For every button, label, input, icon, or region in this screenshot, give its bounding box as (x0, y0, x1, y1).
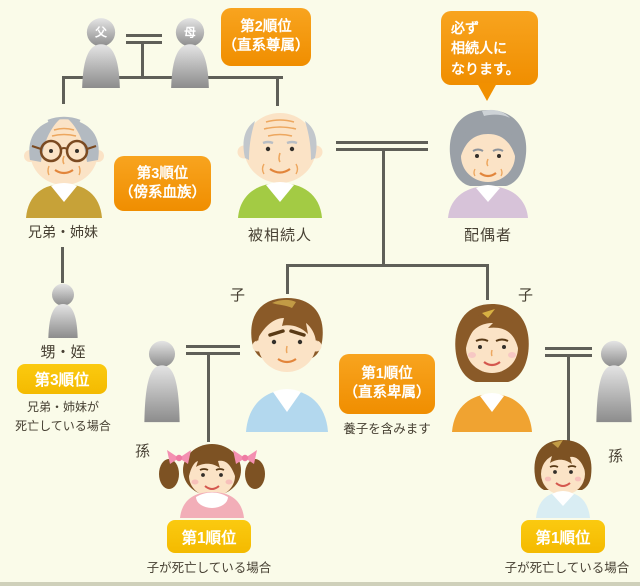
connector-drop-child-left (286, 264, 289, 294)
connector-son-marriage-line2 (186, 352, 240, 355)
sibling-avatar (24, 116, 104, 218)
bottom-border-strip (0, 582, 640, 586)
spouse-callout-line2: 相続人に (451, 40, 507, 57)
spouse-callout-bubble: 必ず 相続人に なります。 (441, 11, 538, 85)
nephew-niece-silhouette-icon (48, 283, 78, 338)
rank3-main-badge-line2: （傍系血族） (119, 184, 206, 201)
grandchild-right-label: 孫 (607, 448, 624, 465)
connector-son-stem (207, 352, 210, 442)
daughter-spouse-silhouette-icon (596, 340, 632, 423)
connector-drop-child-right (486, 264, 489, 300)
connector-mid-stem (382, 148, 385, 267)
nephew-note-line1: 兄弟・姉妹が (26, 400, 99, 414)
son-avatar (246, 298, 328, 432)
grandchild-right-note: 子が死亡している場合 (504, 561, 630, 575)
mother-silhouette-icon: 母 (171, 18, 209, 88)
spouse-callout-line3: なります。 (451, 60, 520, 77)
rank3-main-badge: 第3順位 （傍系血族） (114, 156, 211, 211)
grandchild-left-note: 子が死亡している場合 (146, 561, 272, 575)
connector-mid-marriage-line1 (336, 141, 428, 144)
connector-drop-sibling (62, 76, 65, 104)
decedent-label: 被相続人 (247, 227, 312, 244)
connector-top-marriage-line2 (126, 41, 162, 44)
connector-drop-decedent (276, 76, 279, 106)
father-silhouette-icon: 父 (82, 18, 120, 88)
connector-top-marriage-line1 (126, 34, 162, 37)
rank3-main-badge-line1: 第3順位 (136, 165, 189, 182)
rank2-badge-line1: 第2順位 (240, 19, 292, 36)
child-right-label: 子 (517, 287, 534, 304)
connector-children-bar (286, 264, 489, 267)
connector-son-marriage-line1 (186, 345, 240, 348)
nephew-note: 兄弟・姉妹が 死亡している場合 (2, 398, 124, 435)
daughter-avatar (452, 304, 532, 432)
grandson-avatar (534, 440, 592, 518)
connector-sibling-nephew-stem (61, 247, 64, 283)
nephew-note-line2: 死亡している場合 (15, 418, 111, 433)
grandchild-left-label: 孫 (134, 443, 151, 460)
spouse-callout-tail (477, 83, 497, 101)
rank1-sub-right-badge: 第1順位 (521, 520, 605, 553)
rank2-badge: 第2順位 （直系尊属） (221, 8, 311, 66)
granddaughter-avatar (159, 444, 265, 518)
connector-daughter-marriage-line1 (545, 347, 592, 350)
decedent-avatar (237, 113, 323, 218)
rank1-main-badge-line2: （直系卑属） (343, 385, 431, 401)
spouse-avatar (448, 109, 528, 218)
spouse-callout-line1: 必ず (451, 20, 479, 36)
rank1-main-badge: 第1順位 （直系卑属） (339, 354, 435, 414)
siblings-label: 兄弟・姉妹 (28, 224, 98, 240)
rank1-sub-left-badge: 第1順位 (167, 520, 251, 553)
mother-label: 母 (184, 26, 196, 40)
rank3-sub-badge: 第3順位 (17, 364, 107, 394)
connector-daughter-stem (567, 354, 570, 442)
child-left-label: 子 (229, 287, 246, 304)
connector-top-stem (141, 44, 144, 78)
father-label: 父 (94, 26, 108, 40)
adopted-note: 養子を含みます (343, 422, 431, 436)
rank1-main-badge-line1: 第1順位 (361, 366, 413, 383)
spouse-label: 配偶者 (463, 227, 512, 244)
rank2-badge-line2: （直系尊属） (222, 38, 310, 54)
son-spouse-silhouette-icon (144, 340, 180, 423)
nephew-niece-label: 甥・姪 (40, 344, 86, 361)
